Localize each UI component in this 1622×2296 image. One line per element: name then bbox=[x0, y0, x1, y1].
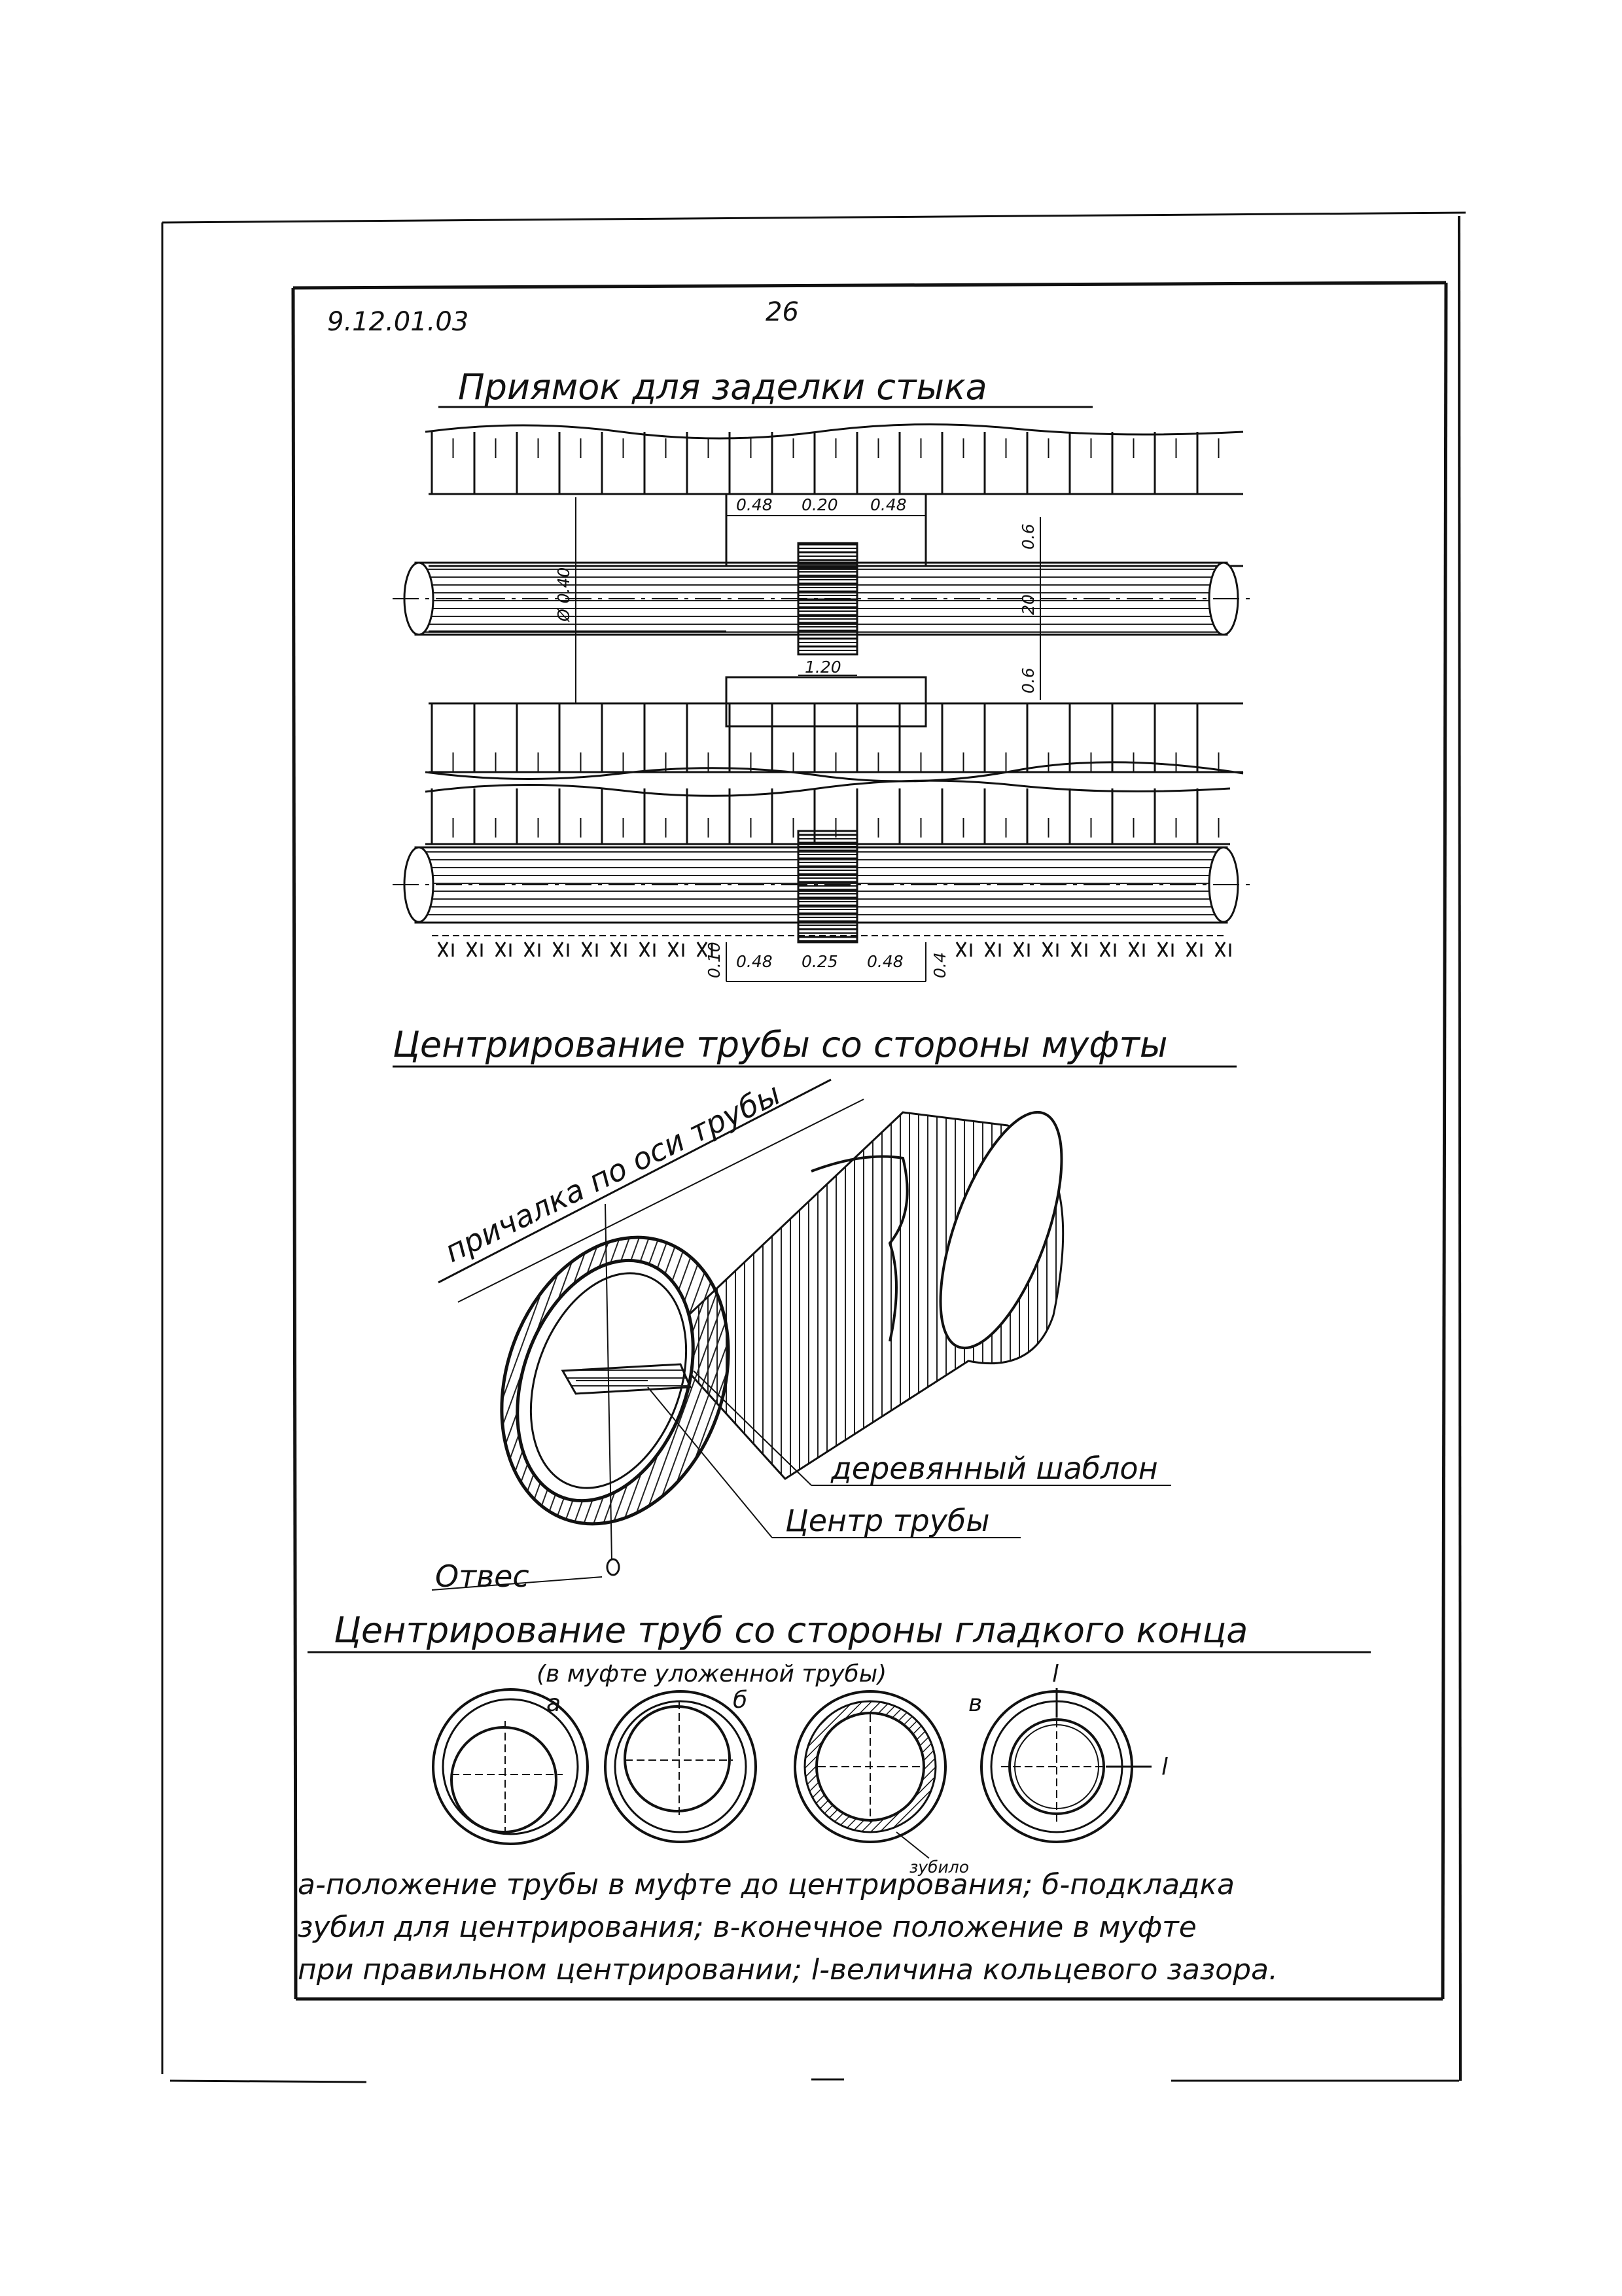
pipe-isometric bbox=[431, 1078, 1171, 1591]
dim-bottom: 0.6 bbox=[1019, 667, 1038, 694]
dim-bottom-middle: 0.25 bbox=[802, 952, 838, 971]
section2-title: Центрирование трубы со стороны муфты bbox=[393, 1024, 1168, 1065]
trench-plan-bottom bbox=[393, 779, 1250, 982]
dim-diameter: Ø 0.40 bbox=[554, 567, 573, 622]
caption-line-1: а-положение трубы в муфте до центрирован… bbox=[298, 1868, 1235, 1901]
dim-total: 1.20 bbox=[805, 658, 841, 677]
inner-frame bbox=[291, 281, 1448, 2001]
coupling-top bbox=[797, 542, 858, 656]
label-center: Центр трубы bbox=[785, 1503, 990, 1538]
section1-title: Приямок для заделки стыка bbox=[458, 366, 987, 408]
figure-letter-b: б bbox=[733, 1687, 747, 1714]
caption-line-3: при правильном центрировании; l-величина… bbox=[298, 1953, 1278, 1987]
dim-middle: 0.20 bbox=[802, 495, 838, 514]
dim-bottom-right: 0.48 bbox=[867, 952, 904, 971]
outer-frame bbox=[161, 211, 1466, 2083]
section1-title-group: Приямок для заделки стыка bbox=[438, 366, 1093, 408]
page-number: 26 bbox=[766, 297, 799, 327]
dim-bottom-left: 0.48 bbox=[736, 952, 773, 971]
centering-figure-b bbox=[604, 1690, 757, 1843]
trench-plan-top bbox=[393, 423, 1250, 783]
centering-figure-a bbox=[432, 1688, 589, 1845]
figure-letter-v: в bbox=[968, 1690, 982, 1717]
document-code: 9.12.01.03 bbox=[327, 307, 468, 337]
dim-bottom-depth: 0.4 bbox=[930, 952, 949, 978]
label-chisel: зубило bbox=[909, 1858, 969, 1877]
dim-top: 0.6 bbox=[1019, 523, 1038, 550]
section3-title: Центрирование труб со стороны гладкого к… bbox=[334, 1610, 1248, 1651]
dim-center: 20 bbox=[1019, 594, 1038, 615]
coupling-bottom bbox=[797, 830, 858, 944]
centering-figure-g bbox=[980, 1688, 1152, 1843]
dim-bottom-small: 0.10 bbox=[705, 942, 724, 978]
caption-line-2: зубил для центрирования; в-конечное поло… bbox=[298, 1911, 1197, 1944]
dim-right: 0.48 bbox=[870, 495, 907, 514]
section2-title-group: Центрирование трубы со стороны муфты bbox=[393, 1024, 1237, 1068]
section3-subtitle: (в муфте уложенной трубы) bbox=[537, 1661, 887, 1687]
label-template: деревянный шаблон bbox=[830, 1451, 1158, 1486]
gap-marker-right: l bbox=[1161, 1754, 1168, 1780]
label-plumb: Отвес bbox=[435, 1559, 529, 1594]
section3-title-group: Центрирование труб со стороны гладкого к… bbox=[308, 1610, 1371, 1653]
centering-figure-v bbox=[794, 1690, 947, 1859]
dim-left: 0.48 bbox=[736, 495, 773, 514]
gap-marker-top: l bbox=[1052, 1661, 1059, 1687]
